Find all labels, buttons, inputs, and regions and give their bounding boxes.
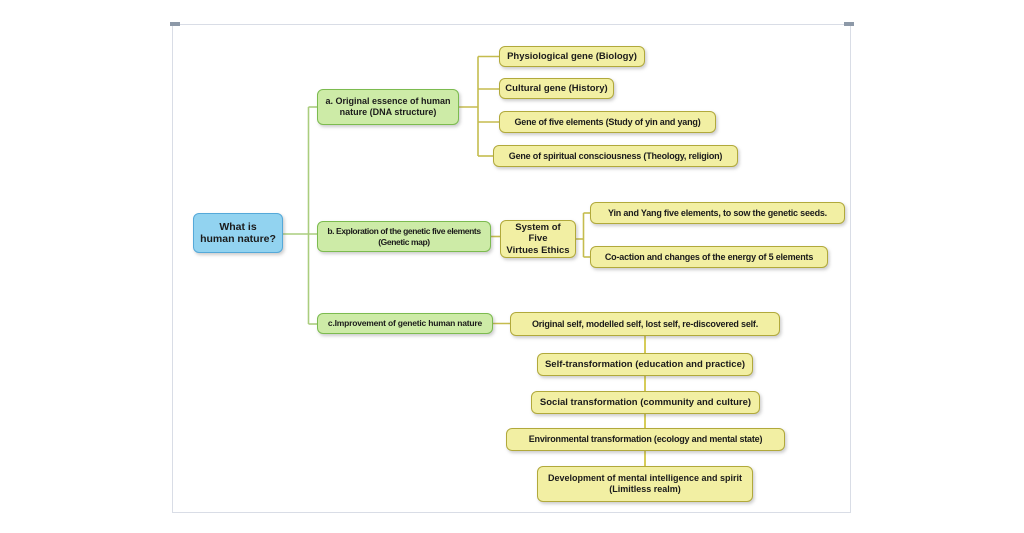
node-gene-five-elements[interactable]: Gene of five elements (Study of yin and … [499, 111, 716, 133]
node-environmental-transformation[interactable]: Environmental transformation (ecology an… [506, 428, 785, 451]
node-development-mental-spirit[interactable]: Development of mental intelligence and s… [537, 466, 753, 502]
node-branch-b[interactable]: b. Exploration of the genetic five eleme… [317, 221, 491, 252]
node-root[interactable]: What is human nature? [193, 213, 283, 253]
node-gene-spiritual-consciousness[interactable]: Gene of spiritual consciousness (Theolog… [493, 145, 738, 167]
node-branch-c[interactable]: c.Improvement of genetic human nature [317, 313, 493, 334]
node-co-action-energy[interactable]: Co-action and changes of the energy of 5… [590, 246, 828, 268]
resize-handle-top-right[interactable] [844, 22, 854, 26]
node-self-transformation[interactable]: Self-transformation (education and pract… [537, 353, 753, 376]
node-yin-yang-seeds[interactable]: Yin and Yang five elements, to sow the g… [590, 202, 845, 224]
node-cultural-gene[interactable]: Cultural gene (History) [499, 78, 614, 99]
node-branch-a[interactable]: a. Original essence of human nature (DNA… [317, 89, 459, 125]
node-social-transformation[interactable]: Social transformation (community and cul… [531, 391, 760, 414]
resize-handle-top-left[interactable] [170, 22, 180, 26]
node-original-self[interactable]: Original self, modelled self, lost self,… [510, 312, 780, 336]
node-system-five-virtues[interactable]: System of Five Virtues Ethics [500, 220, 576, 258]
node-physiological-gene[interactable]: Physiological gene (Biology) [499, 46, 645, 67]
